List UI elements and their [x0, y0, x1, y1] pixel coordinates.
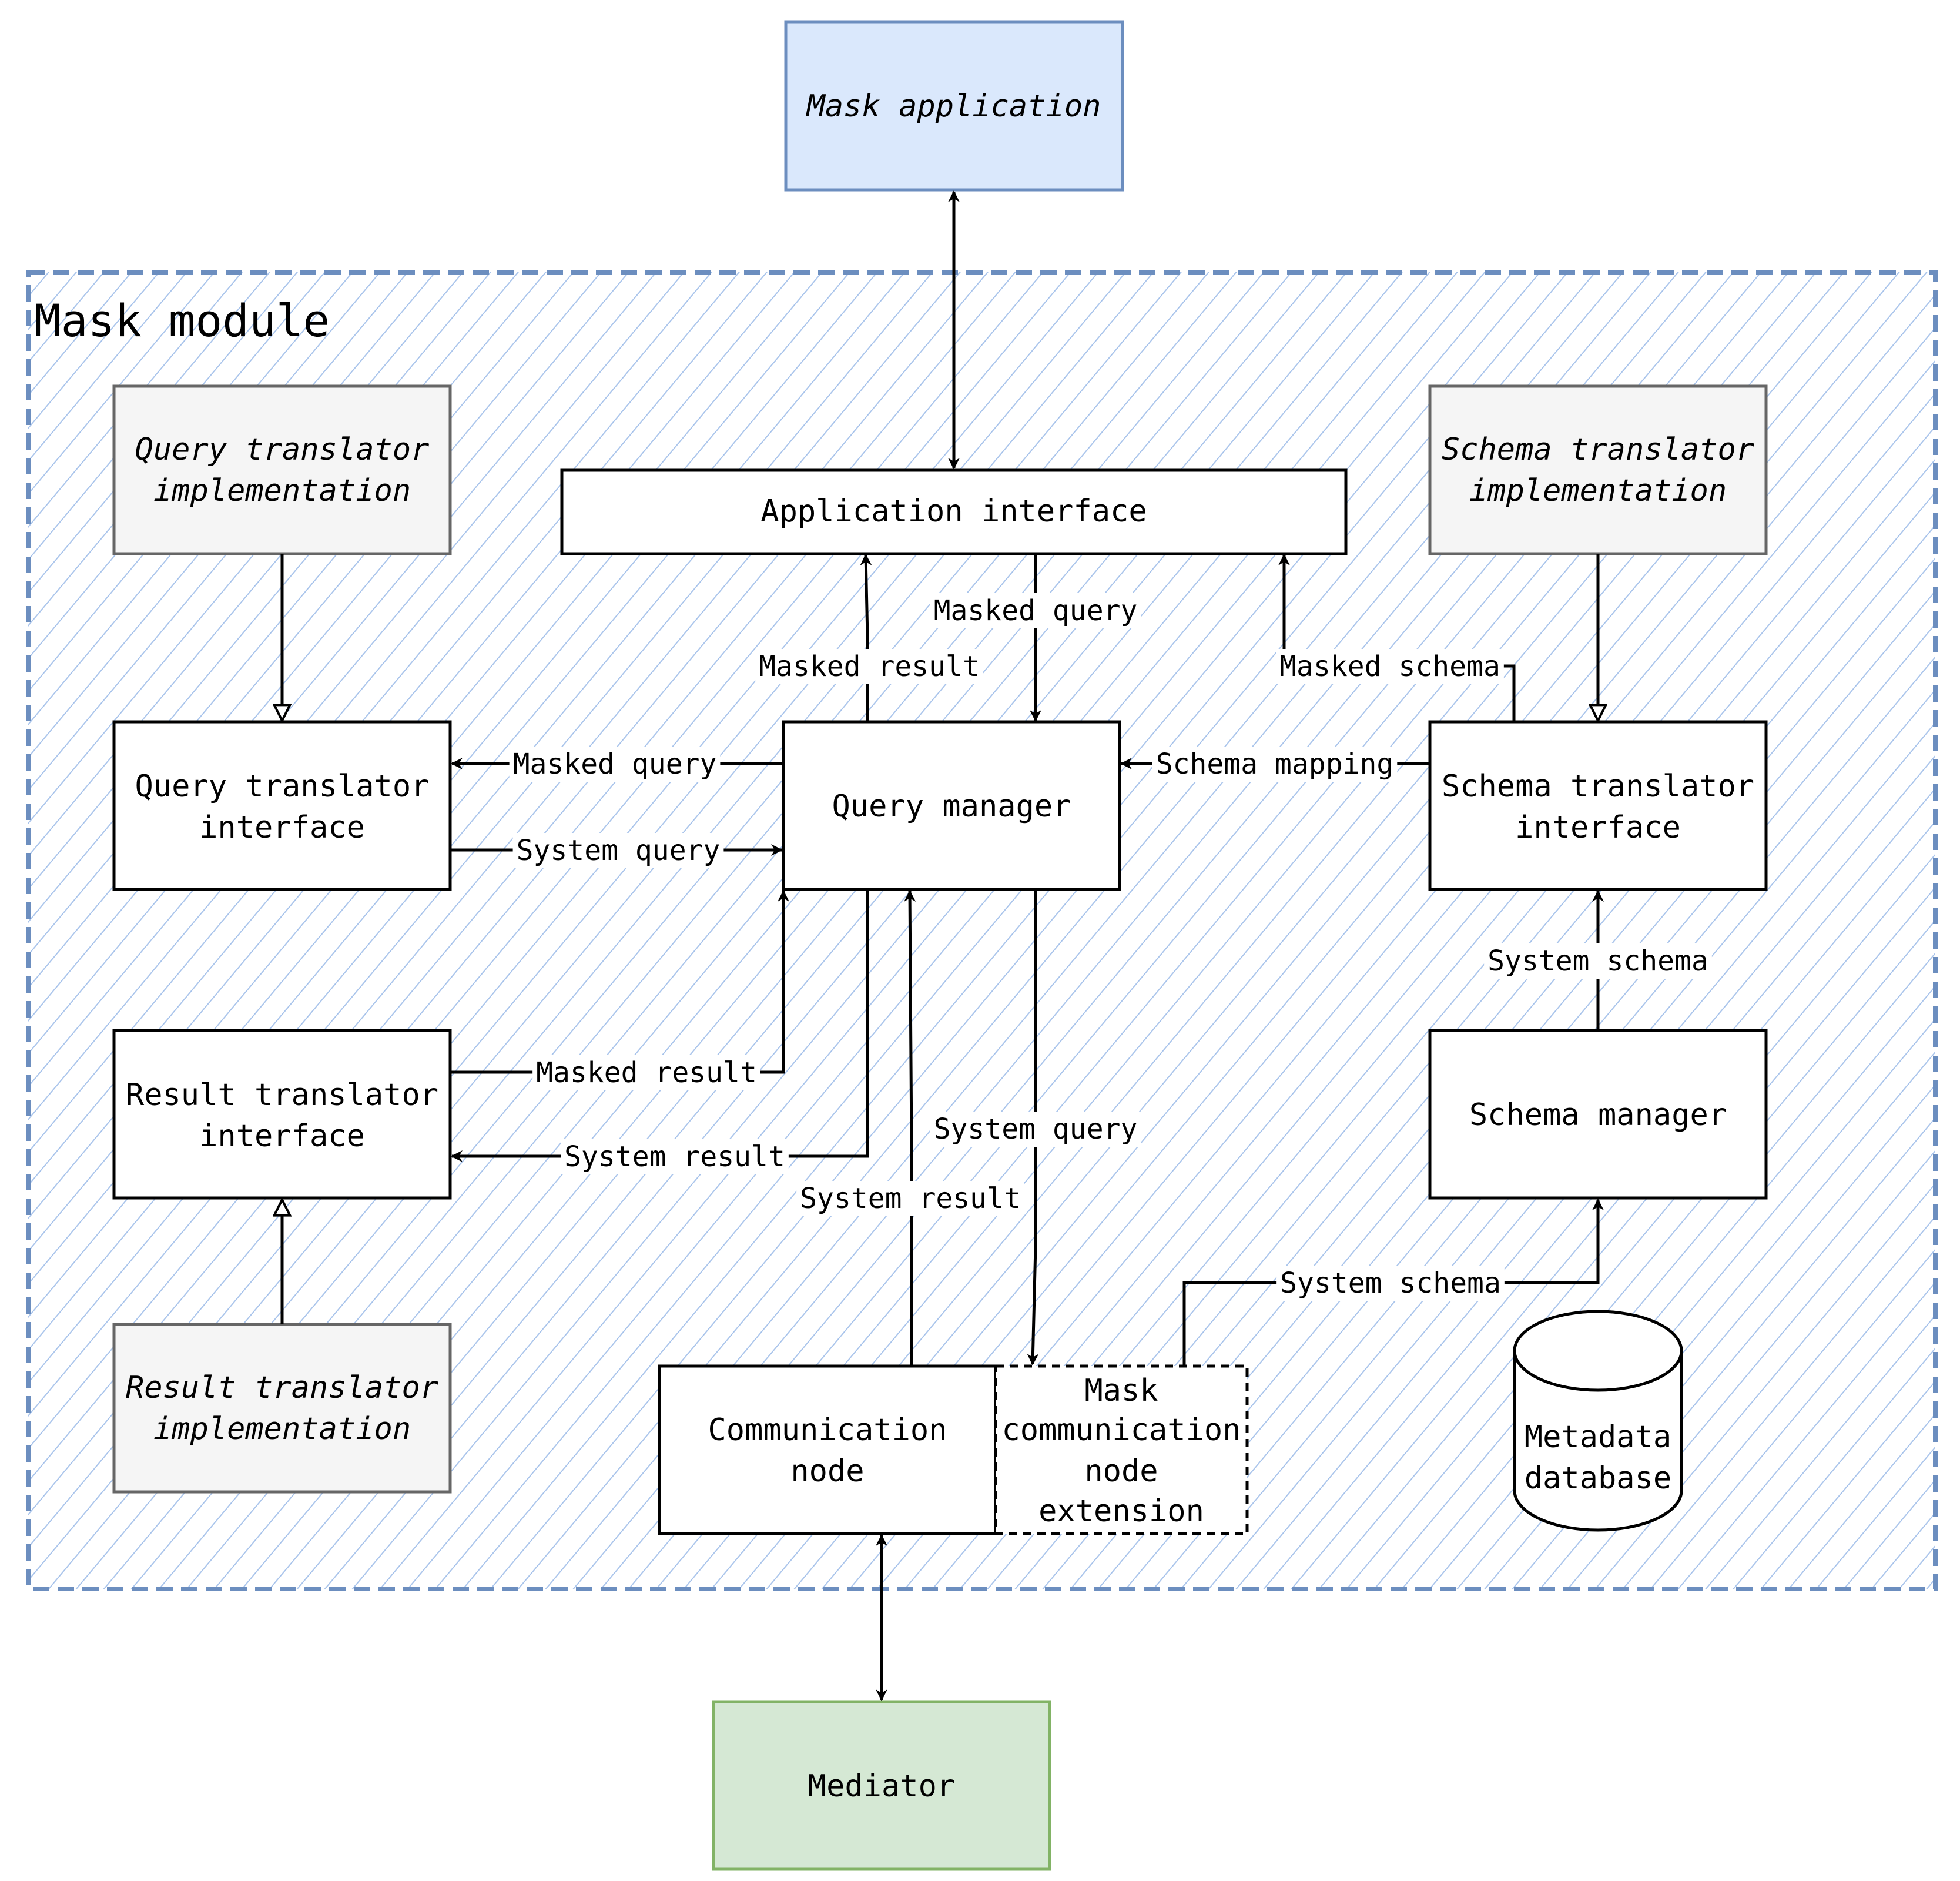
schema-translator-implementation-label-1: Schema translator: [1442, 432, 1754, 467]
result-translator-interface-box[interactable]: Result translator interface: [112, 1029, 452, 1200]
edge-label-system-schema-ext-to-sm: System schema: [1280, 1267, 1501, 1300]
edge-label-group: System query: [512, 833, 724, 868]
edge-label-masked-result-rti-to-qm: Masked result: [536, 1056, 757, 1089]
edge-label-group: System schema: [1484, 943, 1712, 979]
metadata-database-cylinder[interactable]: Metadata database: [1513, 1310, 1683, 1532]
edge-label-masked-result-qm-to-app: Masked result: [759, 650, 980, 683]
mask-communication-node-extension-label-2: communication: [1002, 1413, 1241, 1448]
query-translator-implementation-label-1: Query translator: [135, 432, 430, 467]
schema-translator-implementation-label-2: implementation: [1469, 473, 1727, 508]
mask-module-title: Mask module: [34, 294, 330, 347]
result-translator-interface-label-2: interface: [199, 1119, 365, 1154]
edge-label-group: Schema mapping: [1152, 747, 1398, 782]
edge-masked-result-qm-to-app: [860, 554, 872, 722]
mask-communication-node-extension-box[interactable]: Mask communication node extension: [994, 1364, 1249, 1535]
communication-node-box[interactable]: Communication node: [658, 1364, 997, 1535]
query-translator-implementation-label-2: implementation: [153, 473, 411, 508]
communication-node-label-1: Communication: [708, 1413, 947, 1448]
schema-translator-interface-box[interactable]: Schema translator interface: [1428, 720, 1768, 891]
metadata-database-label-2: database: [1525, 1461, 1671, 1496]
application-interface-label: Application interface: [760, 494, 1147, 529]
query-translator-interface-label-1: Query translator: [135, 769, 430, 804]
application-interface-box[interactable]: Application interface: [560, 468, 1348, 555]
schema-manager-box[interactable]: Schema manager: [1428, 1029, 1768, 1200]
edge-system-result-cn-to-qm: [904, 890, 916, 1366]
edge-label-group: System schema: [1276, 1266, 1505, 1301]
edge-system-query-qm-to-ext: [1027, 889, 1039, 1365]
schema-translator-interface-label-1: Schema translator: [1442, 769, 1754, 804]
schema-translator-implementation-box[interactable]: Schema translator implementation: [1428, 384, 1768, 555]
mask-communication-node-extension-label-4: extension: [1038, 1494, 1204, 1529]
query-manager-label: Query manager: [832, 789, 1071, 824]
query-translator-interface-label-2: interface: [199, 810, 365, 845]
edge-label-system-result-cn-to-qm: System result: [800, 1182, 1021, 1215]
schema-translator-interface-label-2: interface: [1515, 810, 1681, 845]
edge-label-group: Masked query: [509, 747, 721, 782]
edge-label-group: System result: [561, 1139, 789, 1174]
result-translator-implementation-label-2: implementation: [153, 1411, 411, 1447]
edge-label-group: System query: [930, 1112, 1141, 1147]
query-translator-implementation-box[interactable]: Query translator implementation: [112, 384, 452, 555]
result-translator-implementation-label-1: Result translator: [126, 1370, 438, 1405]
schema-manager-label: Schema manager: [1469, 1097, 1727, 1133]
edge-label-group: System result: [796, 1181, 1024, 1216]
query-manager-box[interactable]: Query manager: [782, 720, 1121, 891]
edge-label-group: Masked result: [532, 1055, 760, 1090]
result-translator-implementation-box[interactable]: Result translator implementation: [112, 1323, 452, 1494]
edge-label-system-query-qti-to-qm: System query: [517, 834, 721, 867]
mask-communication-node-extension-label-1: Mask: [1084, 1373, 1158, 1408]
edge-label-group: Masked result: [755, 649, 983, 684]
edge-label-masked-schema-st-to-app: Masked schema: [1279, 650, 1500, 683]
edge-label-masked-query-app-to-qm: Masked query: [934, 594, 1138, 627]
edge-label-system-query-qm-to-ext: System query: [934, 1113, 1138, 1146]
mediator-box[interactable]: Mediator: [712, 1700, 1051, 1871]
mask-communication-node-extension-label-3: node: [1084, 1454, 1158, 1489]
edge-label-system-result-qm-to-rti: System result: [564, 1140, 785, 1173]
mask-application-label: Mask application: [806, 89, 1101, 124]
mediator-label: Mediator: [808, 1769, 955, 1804]
edge-label-schema-mapping-st-to-qm: Schema mapping: [1156, 748, 1394, 781]
query-translator-interface-box[interactable]: Query translator interface: [112, 720, 452, 891]
metadata-database-label-1: Metadata: [1525, 1420, 1671, 1455]
edge-label-system-schema-sm-to-st: System schema: [1487, 945, 1708, 978]
communication-node-label-2: node: [790, 1454, 864, 1489]
mask-application-box[interactable]: Mask application: [784, 20, 1124, 192]
edge-labels: Masked query Masked result Masked schema…: [509, 593, 1712, 1301]
result-translator-interface-label-1: Result translator: [126, 1077, 438, 1113]
edge-label-group: Masked query: [930, 593, 1141, 628]
edge-label-masked-query-qm-to-qti: Masked query: [513, 748, 717, 781]
edge-label-group: Masked schema: [1276, 649, 1504, 684]
